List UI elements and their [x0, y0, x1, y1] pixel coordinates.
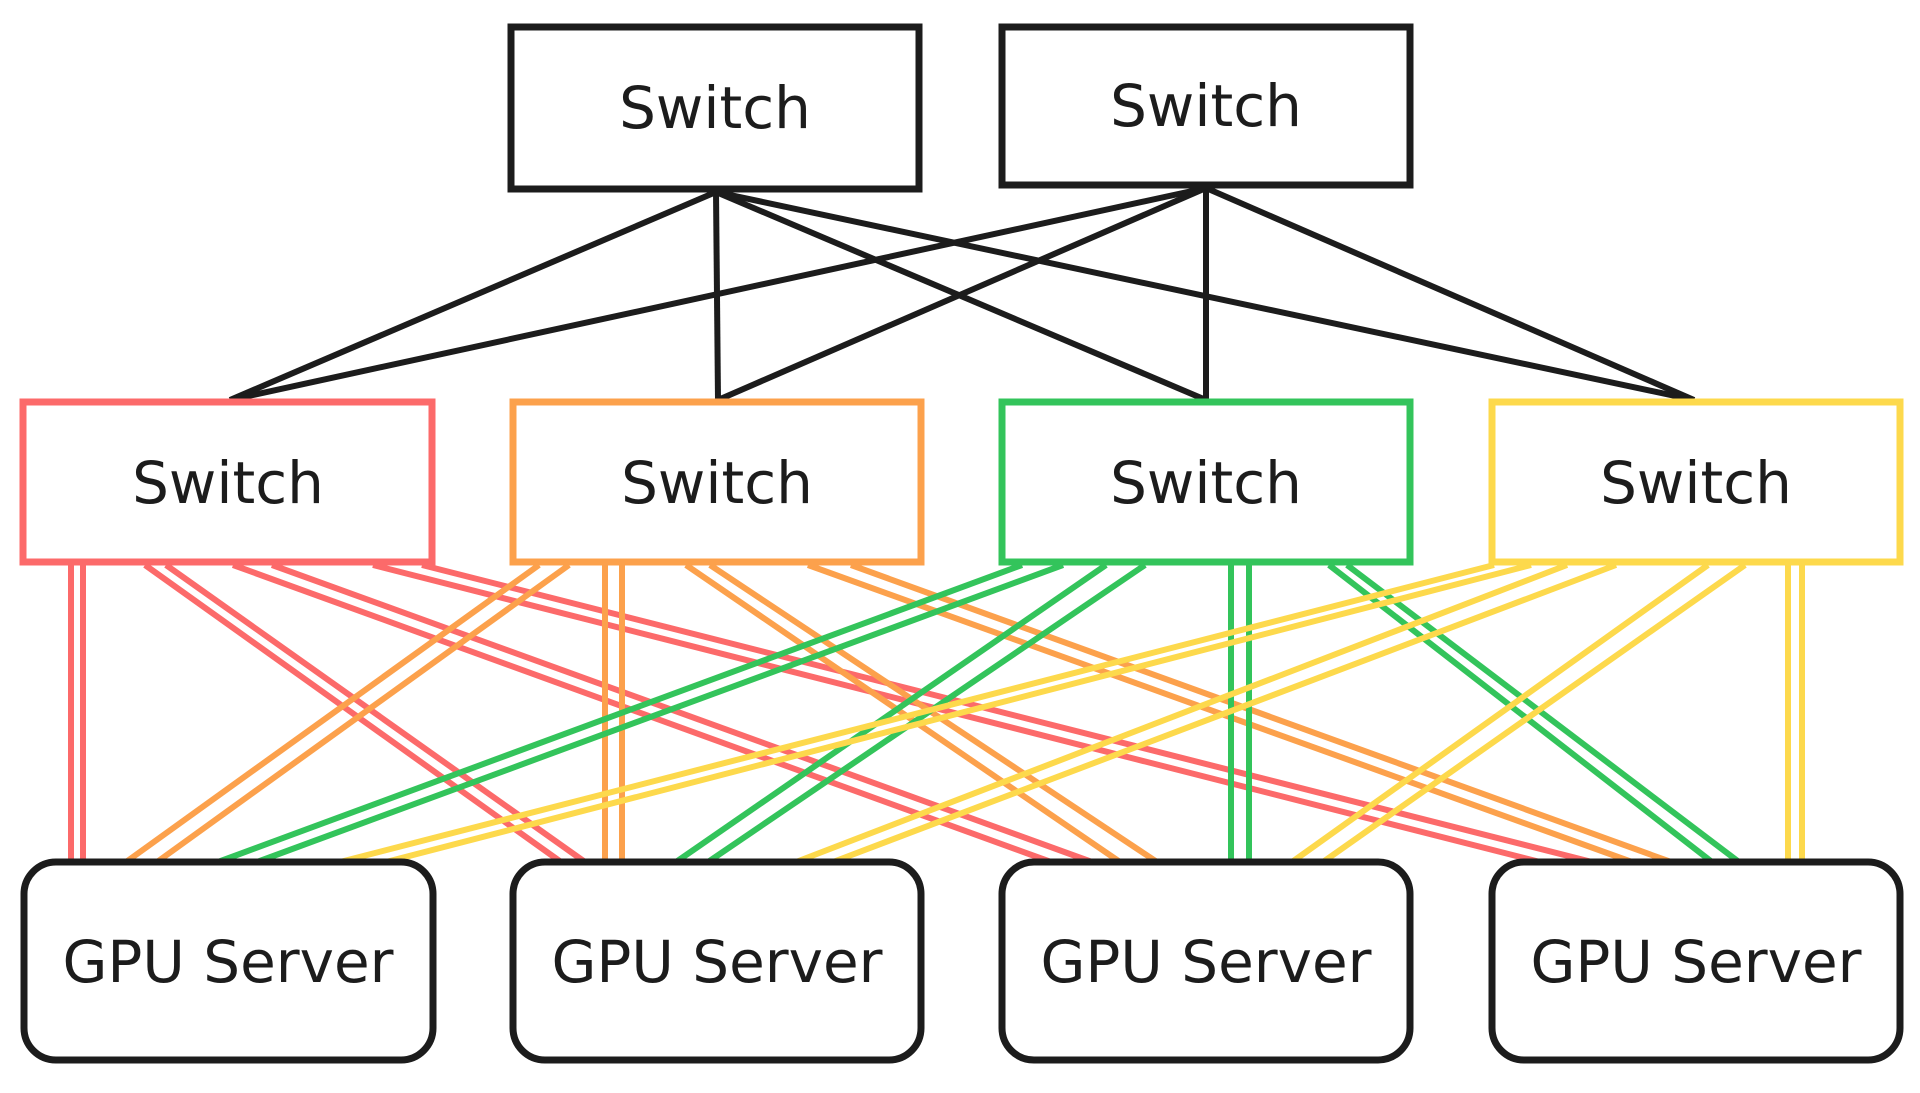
gpu-server-2-label: GPU Server — [551, 928, 882, 996]
leaf-link-leaf-green-server-3 — [1228, 565, 1252, 862]
cable-1 — [684, 562, 1122, 865]
spine-switch-2-label: Switch — [1110, 72, 1302, 140]
leaf-switch-yellow[interactable]: Switch — [1488, 398, 1904, 566]
gpu-server-3-box — [998, 858, 1414, 1064]
gpu-server-2[interactable]: GPU Server — [509, 858, 925, 1064]
spine-switch-1-box — [507, 23, 923, 193]
gpu-server-4[interactable]: GPU Server — [1488, 858, 1904, 1064]
leaf-link-leaf-orange-server-3 — [684, 562, 1159, 865]
cable-2 — [164, 562, 587, 865]
spine-links — [228, 185, 1696, 403]
cable-2 — [849, 562, 1673, 865]
cable-1 — [216, 562, 1024, 865]
leaf-link-leaf-yellow-server-1 — [339, 562, 1532, 865]
leaf-switch-red-label: Switch — [132, 449, 324, 517]
spine-link-spine-2-leaf-red — [229, 185, 1207, 403]
leaf-switch-orange[interactable]: Switch — [509, 398, 925, 566]
cable-2 — [831, 562, 1618, 865]
cable-2 — [155, 562, 571, 865]
cable-1 — [339, 562, 1495, 865]
leaf-links — [68, 562, 1805, 865]
leaf-link-leaf-yellow-server-3 — [1290, 562, 1747, 865]
cable-2 — [255, 562, 1065, 865]
cable-2 — [1321, 562, 1747, 865]
leaf-switch-green-label: Switch — [1110, 449, 1302, 517]
leaf-switch-orange-label: Switch — [621, 449, 813, 517]
leaf-link-leaf-red-server-2 — [143, 562, 587, 865]
gpu-server-1-label: GPU Server — [62, 928, 393, 996]
leaf-link-leaf-red-server-1 — [68, 565, 86, 862]
gpu-server-4-box — [1488, 858, 1904, 1064]
cable-1 — [124, 562, 541, 865]
leaf-link-leaf-yellow-server-2 — [794, 562, 1618, 865]
cable-2 — [1345, 562, 1741, 865]
cable-1 — [231, 562, 1053, 865]
leaf-switch-green-box — [998, 398, 1414, 566]
gpu-server-2-box — [509, 858, 925, 1064]
spine-switch-1-label: Switch — [619, 74, 811, 142]
leaf-switch-orange-box — [509, 398, 925, 566]
cable-2 — [421, 562, 1593, 865]
spine-switch-1[interactable]: Switch — [507, 23, 923, 193]
cable-2 — [385, 562, 1532, 865]
spine-switch-2-box — [998, 23, 1414, 189]
gpu-server-1[interactable]: GPU Server — [20, 858, 437, 1064]
leaf-switch-green[interactable]: Switch — [998, 398, 1414, 566]
gpu-server-3-label: GPU Server — [1040, 928, 1371, 996]
cable-1 — [794, 562, 1569, 865]
leaf-switch-yellow-box — [1488, 398, 1904, 566]
gpu-server-3[interactable]: GPU Server — [998, 858, 1414, 1064]
leaf-switch-red[interactable]: Switch — [19, 398, 436, 566]
leaf-link-leaf-green-server-1 — [216, 562, 1065, 865]
cable-1 — [143, 562, 563, 865]
cable-2 — [708, 562, 1159, 865]
gpu-server-1-box — [20, 858, 437, 1064]
cable-1 — [1290, 562, 1710, 865]
spine-link-spine-1-leaf-red — [228, 189, 718, 403]
spine-link-spine-2-leaf-yellow — [1204, 185, 1696, 403]
gpu-server-4-label: GPU Server — [1530, 928, 1861, 996]
leaf-switch-yellow-label: Switch — [1600, 449, 1792, 517]
spine-link-spine-2-leaf-orange — [716, 185, 1208, 403]
leaf-switch-red-box — [19, 398, 436, 566]
cable-1 — [674, 562, 1108, 865]
spine-switch-2[interactable]: Switch — [998, 23, 1414, 189]
leaf-link-leaf-yellow-server-4 — [1785, 565, 1805, 862]
cable-1 — [1327, 562, 1714, 865]
leaf-link-leaf-green-server-4 — [1327, 562, 1741, 865]
leaf-link-leaf-orange-server-1 — [124, 562, 571, 865]
